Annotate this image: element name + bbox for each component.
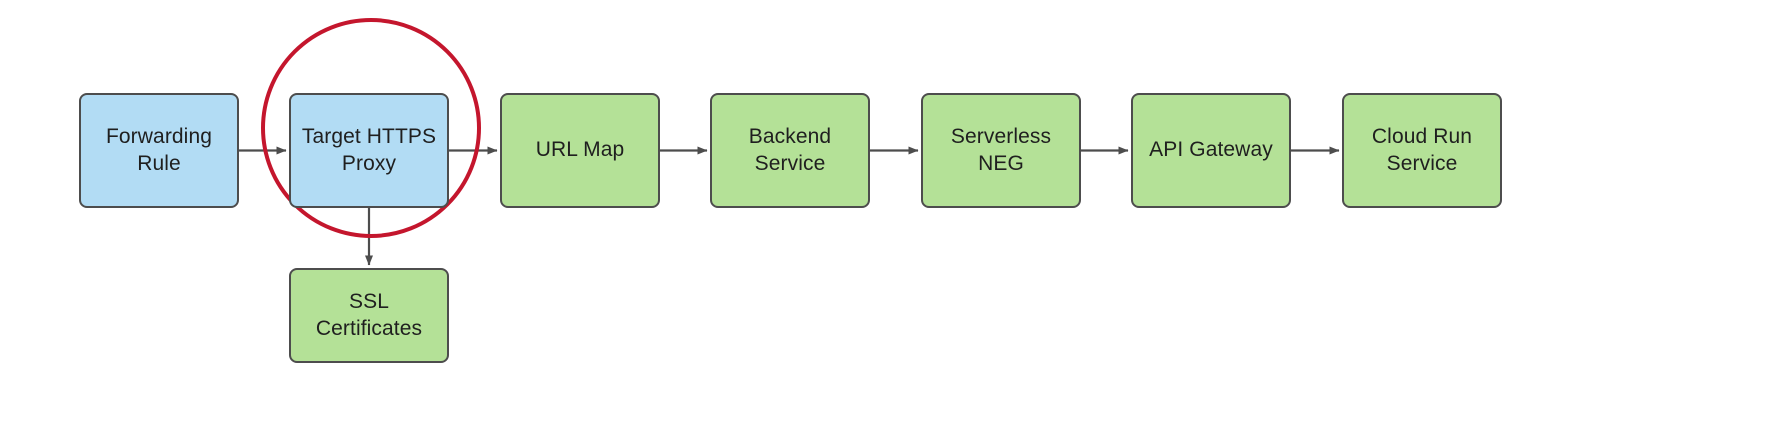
node-backend-service[interactable]: Backend Service [710, 93, 870, 208]
node-ssl-certificates[interactable]: SSL Certificates [289, 268, 449, 363]
node-url-map[interactable]: URL Map [500, 93, 660, 208]
node-target-https-proxy[interactable]: Target HTTPS Proxy [289, 93, 449, 208]
node-label-backend-service: Backend Service [748, 124, 832, 175]
node-serverless-neg[interactable]: Serverless NEG [921, 93, 1081, 208]
node-label-serverless-neg: Serverless NEG [950, 124, 1052, 175]
node-label-forwarding-rule: Forwarding Rule [105, 124, 213, 175]
node-cloud-run-service[interactable]: Cloud Run Service [1342, 93, 1502, 208]
node-api-gateway[interactable]: API Gateway [1131, 93, 1291, 208]
node-label-target-https-proxy: Target HTTPS Proxy [301, 124, 437, 175]
node-forwarding-rule[interactable]: Forwarding Rule [79, 93, 239, 208]
node-label-ssl-certificates: SSL Certificates [315, 289, 423, 340]
node-label-url-map: URL Map [535, 138, 625, 162]
node-label-cloud-run-service: Cloud Run Service [1371, 124, 1473, 175]
node-label-api-gateway: API Gateway [1149, 138, 1273, 162]
